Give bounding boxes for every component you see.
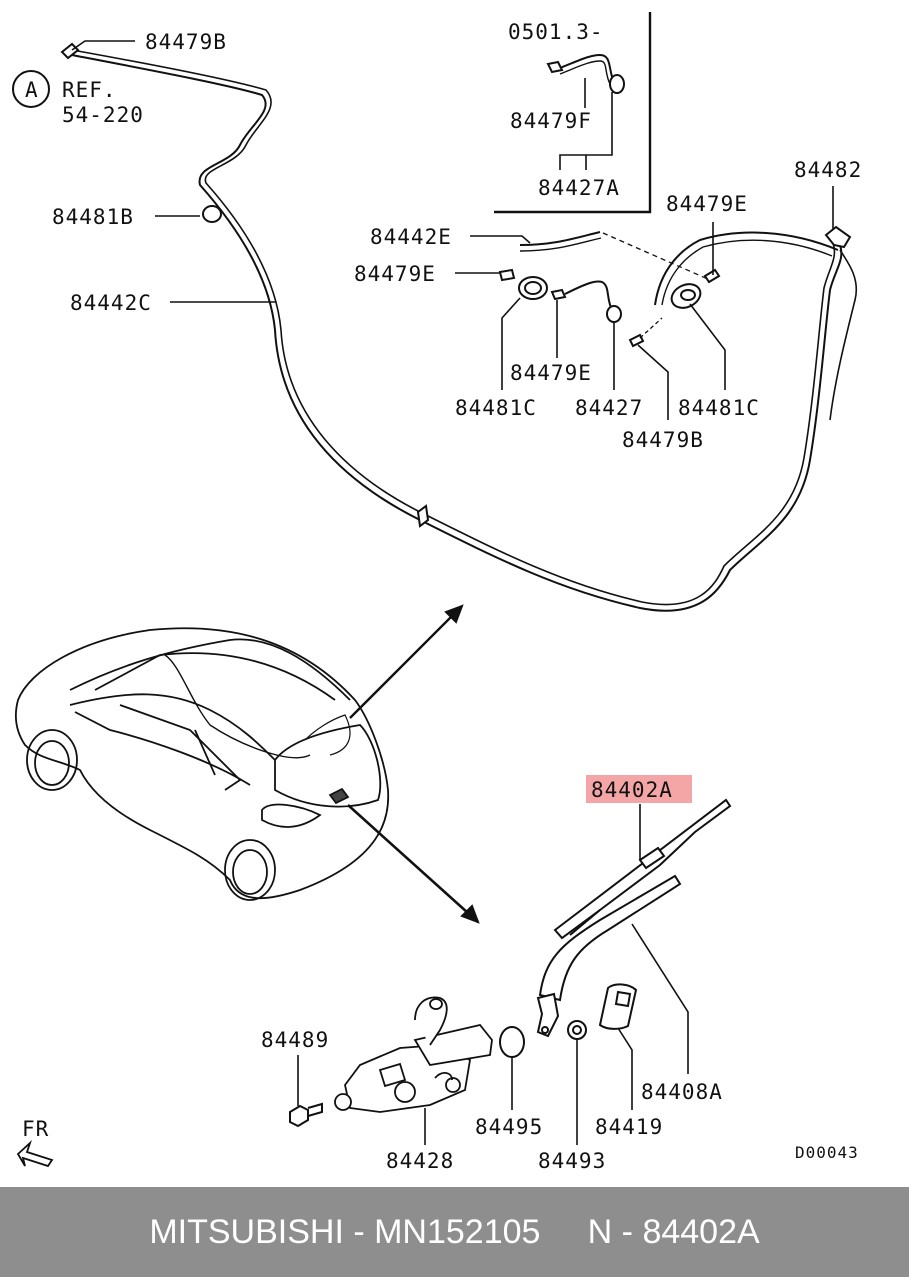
label-84479E-mid: 84479E [510,361,592,385]
inset-connector-84479F [546,60,564,74]
footer-part-info: MITSUBISHI - MN152105 N - 84402A [149,1212,760,1251]
label-diagram-code: D00043 [795,1143,859,1162]
footer-bar: MITSUBISHI - MN152105 N - 84402A [0,1187,909,1277]
grommet-84481C-left [518,276,548,300]
label-84481B: 84481B [52,205,134,229]
leader-lines-upper [71,40,834,420]
grommet-84481C-right [670,283,702,309]
label-84482: 84482 [794,158,862,182]
leader-lines-lower [297,804,689,1145]
washer-hose-loop [829,249,858,421]
label-84442E: 84442E [370,225,452,249]
connector-84479E-mid [550,288,567,301]
wiper-blade-84408A [536,874,682,1038]
connector-84479B-top [60,42,80,60]
label-84408A: 84408A [641,1080,723,1104]
label-84481C-right: 84481C [678,396,760,420]
arrow-to-wiper [347,804,479,923]
inset-joint [609,74,625,94]
connector-84479B-mid [628,333,645,348]
label-84495: 84495 [475,1115,543,1139]
parts-diagram: 84479B A REF. 54-220 0501.3- 84479F 8442… [12,12,862,1173]
inset-box [494,12,652,214]
arrow-to-hose [349,605,463,719]
wiper-arm-84402A [553,798,732,940]
washer-hose-upper-inner [661,239,833,306]
label-date-code: 0501.3- [508,20,604,44]
label-84427: 84427 [575,396,643,420]
label-fr: FR [22,1117,49,1141]
dashed-link [602,232,711,281]
label-84479F: 84479F [510,109,592,133]
washer-84495 [499,1026,525,1058]
washer-hose-upper [654,231,839,306]
label-84479E-top: 84479E [666,192,748,216]
label-84479B-mid: 84479B [622,428,704,452]
connector-84479E-left [498,268,516,282]
label-ref-circle: A [25,78,39,102]
reference-circle-A [12,70,50,108]
label-84493: 84493 [538,1149,606,1173]
inset-hose-84427A [559,53,615,83]
nozzle-84482 [824,225,852,249]
label-ref-page: 54-220 [62,103,144,127]
label-84489: 84489 [261,1028,329,1052]
bolt-84489 [289,1102,323,1128]
hose-84427 [564,280,613,311]
label-ref: REF. [62,78,117,102]
label-84402A: 84402A [591,778,673,802]
hose-84442E [519,231,601,246]
label-84427A: 84427A [538,176,620,200]
label-84479E-left: 84479E [354,262,436,286]
label-84442C: 84442C [70,291,152,315]
grommet-84481B [202,205,222,223]
washer-hose-84442C [71,49,843,612]
car-illustration [14,627,390,901]
connector-84479E-top [703,268,721,284]
nut-84493 [567,1020,587,1040]
label-84428: 84428 [386,1149,454,1173]
label-84419: 84419 [595,1115,663,1139]
highlight-84402A [586,775,692,803]
cap-84419 [598,983,638,1030]
front-direction-arrow [16,1139,54,1168]
label-84481C-left: 84481C [455,396,537,420]
wiper-motor-84428 [334,996,493,1113]
label-84479B-top: 84479B [145,30,227,54]
